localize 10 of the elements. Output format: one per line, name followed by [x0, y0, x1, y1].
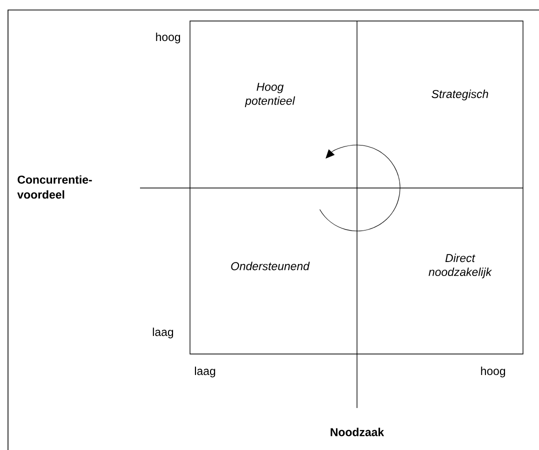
axis-value: hoog: [481, 366, 506, 378]
quadrant-label: Strategisch: [432, 90, 488, 100]
quadrant-label: Hoog potentieel: [244, 82, 296, 108]
axis-title: Concurrentie-voordeel: [17, 175, 92, 199]
axis-value: laag: [152, 328, 174, 338]
axis-value: laag: [194, 366, 216, 378]
axis-value: hoog: [156, 32, 180, 44]
axis-title: Noodzaak: [330, 428, 384, 436]
quadrant-label: Ondersteunend: [231, 262, 310, 270]
quadrant-label: Direct noodzakelijk: [428, 254, 492, 278]
